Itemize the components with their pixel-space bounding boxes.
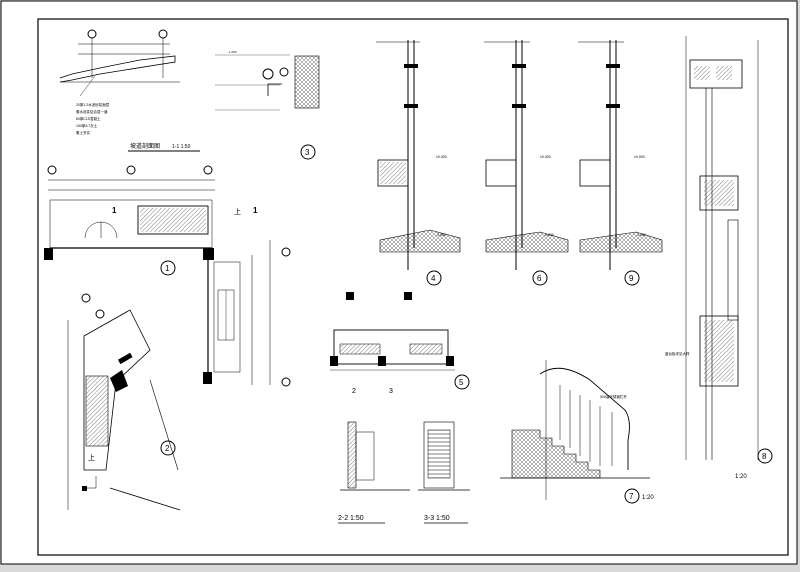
elev-4a: ±0.000 xyxy=(436,155,447,159)
section-2-2: 2-2 1:50 xyxy=(338,421,410,524)
ramp-section-title: 坡道剖面图 xyxy=(130,142,160,150)
wall-section-9: ±0.000 -1.000 9 xyxy=(578,40,663,286)
section-mark-2: 2 xyxy=(352,388,356,395)
detail-num-8: 8 xyxy=(762,452,767,461)
ramp-section-scale: 1-1 1:50 xyxy=(172,144,191,150)
detail-num-2: 2 xyxy=(165,444,170,453)
wall-section-6: ±0.000 -0.600 6 xyxy=(484,40,569,286)
section-2-title: 2-2 1:50 xyxy=(338,515,364,522)
ramp-note-5: 素土夯实 xyxy=(76,130,90,135)
ramp-note-3: 60厚C15混凝土 xyxy=(76,116,101,121)
section-mark-1b: 1 xyxy=(253,206,258,215)
detail-num-6: 6 xyxy=(537,274,542,283)
detail-3: -1.050 3 xyxy=(215,50,320,160)
window-label: 窗台板详见大样 xyxy=(665,351,690,356)
stair-scale: 1:20 xyxy=(642,495,654,501)
elev-6b: -0.600 xyxy=(544,233,554,237)
facade-scale: 1:20 xyxy=(735,474,747,480)
up-label-2: 上 xyxy=(88,453,95,462)
ramp-note-2: 素水泥浆结合层一道 xyxy=(76,109,108,114)
plan-detail-1: 上 1 1 1 xyxy=(44,165,258,276)
detail-num-9: 9 xyxy=(629,274,634,283)
section-3-3: 3-3 1:50 xyxy=(418,421,470,524)
section-mark-3: 3 xyxy=(389,388,393,395)
elev-9a: ±0.000 xyxy=(634,155,645,159)
stair-plan xyxy=(203,240,291,387)
ramp-note-1: 20厚1:2水泥砂浆面层 xyxy=(76,102,110,107)
detail-3-note: -1.050 xyxy=(228,50,237,54)
elev-9b: -1.000 xyxy=(636,233,646,237)
section-3-title: 3-3 1:50 xyxy=(424,515,450,522)
section-mark-1: 1 xyxy=(112,206,117,215)
ramp-note-4: 150厚3:7灰土 xyxy=(76,123,98,128)
up-label-1: 上 xyxy=(234,207,241,216)
drawing-frame xyxy=(37,18,789,556)
detail-num-5: 5 xyxy=(459,378,464,387)
detail-num-4: 4 xyxy=(431,274,436,283)
wall-section-4: ±0.000 -1.000 4 xyxy=(376,40,461,286)
elev-6a: ±0.000 xyxy=(540,155,551,159)
detail-num-7: 7 xyxy=(629,492,634,501)
stair-section-7: 900高不锈钢栏杆 7 1:20 xyxy=(500,360,654,504)
detail-num-3: 3 xyxy=(305,148,310,157)
elev-4b: -1.000 xyxy=(436,233,446,237)
facade-section-8: 窗台板详见大样 1:20 8 xyxy=(665,36,773,480)
plan-detail-2: 上 2 xyxy=(67,293,181,511)
detail-num-1: 1 xyxy=(165,264,170,273)
plan-detail-5: 2 3 5 xyxy=(330,292,470,395)
railing-label: 900高不锈钢栏杆 xyxy=(600,394,627,399)
ramp-section: 20厚1:2水泥砂浆面层 素水泥浆结合层一道 60厚C15混凝土 150厚3:7… xyxy=(59,29,200,152)
